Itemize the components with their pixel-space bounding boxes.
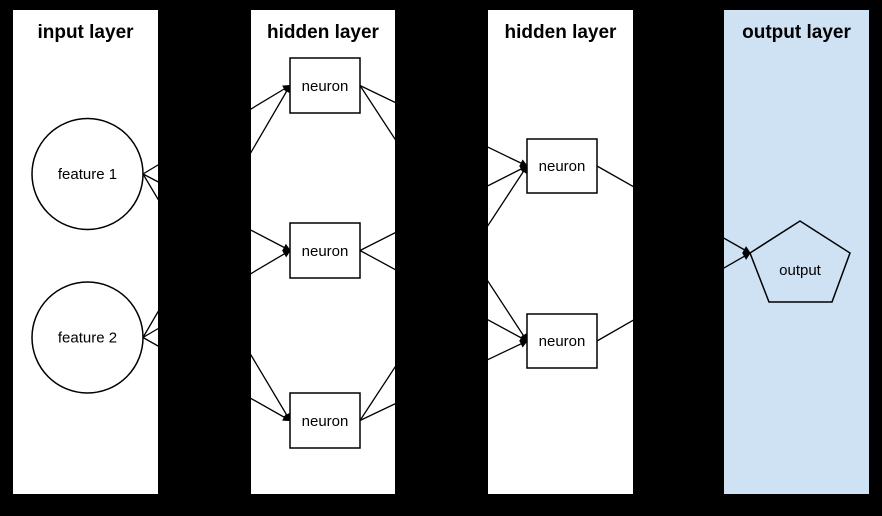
node-hidden2-neuron1: neuron — [526, 138, 598, 194]
feature-2-label: feature 2 — [58, 330, 117, 347]
edge-feature1-to-neuron3 — [142, 173, 291, 422]
node-feature-1: feature 1 — [31, 117, 144, 231]
hidden-layer-1-title: hidden layer — [267, 22, 380, 43]
node-hidden1-neuron1: neuron — [289, 57, 361, 114]
input-layer-title: input layer — [37, 22, 134, 43]
hidden2-neuron1-label: neuron — [539, 158, 586, 175]
node-output: output — [749, 220, 851, 303]
hidden1-neuron3-box — [289, 392, 361, 449]
feature-1-circle — [31, 117, 144, 231]
hidden1-neuron2-box — [289, 222, 361, 279]
panel-input-layer — [13, 10, 158, 494]
feature-1-label: feature 1 — [58, 166, 117, 183]
edge-h1neuron1-to-h2neuron2 — [359, 85, 528, 343]
edge-h1neuron3-to-h2neuron1 — [359, 164, 528, 421]
edge-feature2-to-neuron1 — [142, 84, 291, 338]
hidden2-neuron2-label: neuron — [539, 333, 586, 350]
feature-2-circle — [31, 281, 144, 394]
edge-feature2-to-neuron3 — [142, 336, 292, 422]
hidden2-neuron2-box — [526, 313, 598, 369]
hidden1-neuron2-label: neuron — [302, 243, 349, 260]
node-feature-2: feature 2 — [31, 281, 144, 394]
edge-h2neuron2-to-output — [596, 252, 752, 342]
edge-h1neuron2-to-h2neuron1 — [359, 165, 529, 252]
hidden2-neuron1-box — [526, 138, 598, 194]
panel-hidden-layer-2 — [488, 10, 633, 494]
edge-feature1-to-neuron1 — [142, 84, 292, 175]
edge-h2neuron1-to-output — [596, 165, 752, 254]
node-hidden1-neuron2: neuron — [289, 222, 361, 279]
edge-h1neuron1-to-h2neuron1 — [359, 84, 529, 167]
edge-h1neuron2-to-h2neuron2 — [359, 249, 529, 342]
output-label: output — [779, 262, 822, 279]
hidden1-neuron1-box — [289, 57, 361, 114]
node-hidden2-neuron2: neuron — [526, 313, 598, 369]
node-hidden1-neuron3: neuron — [289, 392, 361, 449]
hidden-layer-2-title: hidden layer — [505, 22, 618, 43]
hidden1-neuron3-label: neuron — [302, 413, 349, 430]
edge-feature2-to-neuron2 — [142, 249, 292, 339]
output-layer-title: output layer — [742, 22, 851, 43]
output-pentagon — [749, 220, 851, 303]
hidden1-neuron1-label: neuron — [302, 78, 349, 95]
edge-h1neuron3-to-h2neuron2 — [359, 340, 529, 422]
